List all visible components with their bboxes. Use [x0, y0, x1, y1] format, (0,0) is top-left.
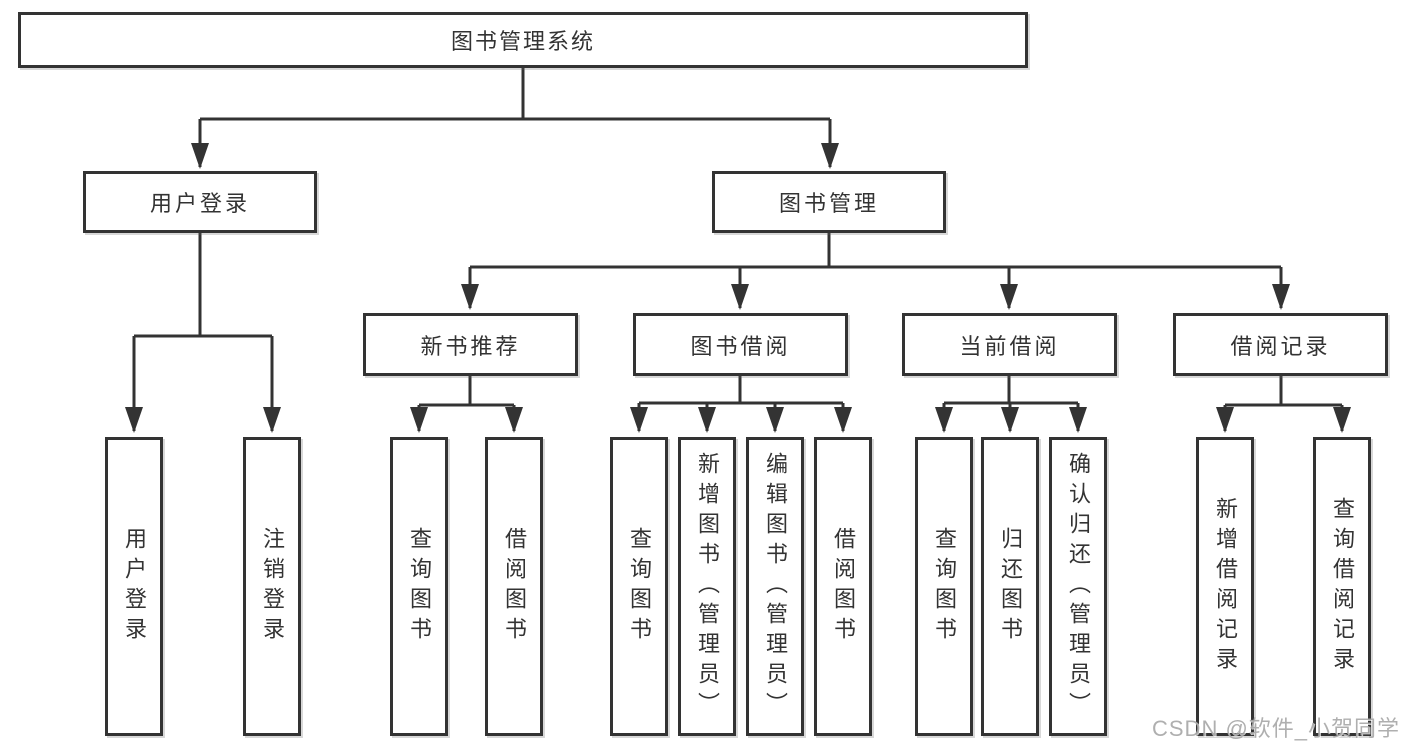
node-borrowing-records-label: 借阅记录 [1230, 333, 1331, 359]
csdn-watermark: CSDN @软件_小贺同学 [1152, 716, 1401, 741]
node-book-management-label: 图书管理 [778, 191, 879, 216]
node-user-login-label: 用户登录 [149, 191, 250, 216]
connector-book-mgmt-split [461, 233, 1290, 310]
leaf-user-login: 用户登录 [105, 437, 163, 736]
node-new-book-recommend-label: 新书推荐 [420, 333, 521, 359]
leaf-query-books-recommend: 查询图书 [390, 437, 448, 736]
leaf-edit-book-admin-label: 编辑图书（管理员） [763, 451, 788, 722]
node-root: 图书管理系统 [18, 12, 1028, 68]
leaf-add-borrow-record: 新增借阅记录 [1196, 437, 1254, 736]
leaf-query-books-current-label: 查询图书 [932, 526, 957, 647]
leaf-add-book-admin: 新增图书（管理员） [678, 437, 736, 736]
connector-new-book-split [410, 376, 523, 433]
leaf-add-book-admin-label: 新增图书（管理员） [695, 451, 720, 722]
leaf-query-books-borrowing-label: 查询图书 [627, 526, 652, 647]
node-new-book-recommend: 新书推荐 [363, 313, 578, 376]
leaf-query-borrow-record-label: 查询借阅记录 [1330, 496, 1355, 677]
leaf-borrow-books-borrowing: 借阅图书 [814, 437, 872, 736]
leaf-borrow-books-recommend-label: 借阅图书 [502, 526, 527, 647]
connector-root-split [191, 68, 839, 169]
node-current-borrowing: 当前借阅 [902, 313, 1117, 376]
node-root-label: 图书管理系统 [450, 29, 595, 54]
leaf-add-borrow-record-label: 新增借阅记录 [1213, 496, 1238, 677]
leaf-confirm-return-admin-label: 确认归还（管理员） [1066, 451, 1091, 722]
connector-borrow-records-split [1216, 376, 1351, 433]
node-user-login: 用户登录 [83, 171, 317, 233]
leaf-logout-login: 注销登录 [243, 437, 301, 736]
connector-user-login-split [125, 233, 281, 433]
leaf-query-books-current: 查询图书 [915, 437, 973, 736]
leaf-query-books-borrowing: 查询图书 [610, 437, 668, 736]
leaf-return-books-label: 归还图书 [998, 526, 1023, 647]
leaf-query-books-recommend-label: 查询图书 [407, 526, 432, 647]
leaf-borrow-books-borrowing-label: 借阅图书 [831, 526, 856, 647]
node-current-borrowing-label: 当前借阅 [959, 333, 1060, 359]
node-book-management: 图书管理 [712, 171, 946, 233]
leaf-borrow-books-recommend: 借阅图书 [485, 437, 543, 736]
leaf-user-login-label: 用户登录 [122, 526, 147, 647]
connector-current-borrow-split [935, 376, 1087, 433]
leaf-confirm-return-admin: 确认归还（管理员） [1049, 437, 1107, 736]
node-book-borrowing-label: 图书借阅 [690, 333, 791, 359]
connector-book-borrow-split [630, 376, 852, 433]
leaf-edit-book-admin: 编辑图书（管理员） [746, 437, 804, 736]
leaf-logout-login-label: 注销登录 [260, 526, 285, 647]
leaf-return-books: 归还图书 [981, 437, 1039, 736]
node-borrowing-records: 借阅记录 [1173, 313, 1388, 376]
node-book-borrowing: 图书借阅 [633, 313, 848, 376]
leaf-query-borrow-record: 查询借阅记录 [1313, 437, 1371, 736]
